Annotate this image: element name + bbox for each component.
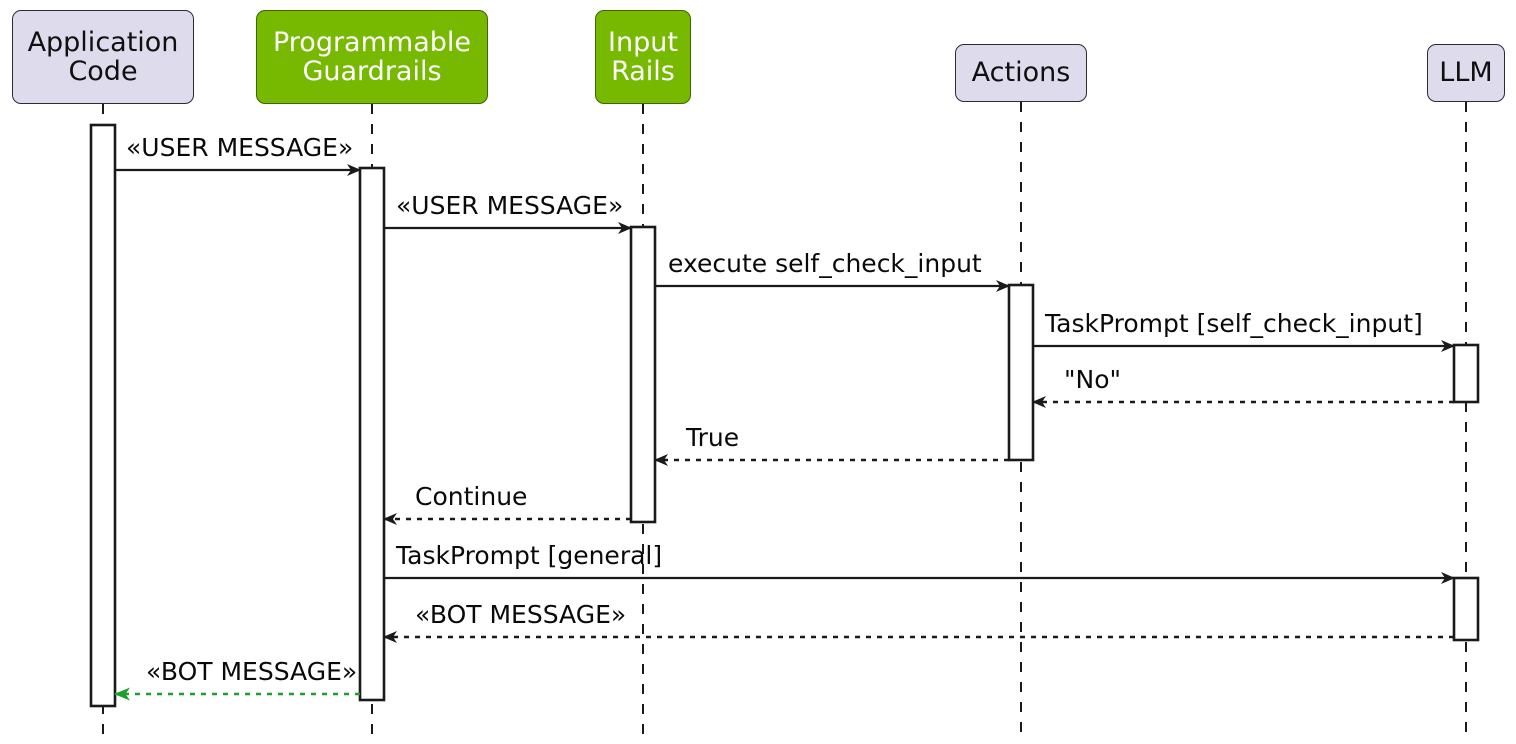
message-label-1: «USER MESSAGE» bbox=[126, 133, 354, 162]
message-label-9: «BOT MESSAGE» bbox=[415, 600, 627, 629]
message-label-6: True bbox=[686, 423, 740, 452]
message-label-4: TaskPrompt [self_check_input] bbox=[1045, 309, 1423, 338]
messages-layer bbox=[114, 164, 1455, 701]
activation-bar-llm bbox=[1452, 343, 1480, 404]
message-label-10: «BOT MESSAGE» bbox=[146, 657, 358, 686]
activation-bar-llm bbox=[1452, 576, 1480, 642]
participant-llm[interactable]: LLM bbox=[1427, 44, 1505, 102]
participant-input[interactable]: Input Rails bbox=[595, 10, 691, 104]
activation-bar-app bbox=[89, 123, 117, 708]
message-label-7: Continue bbox=[415, 482, 528, 511]
message-label-3: execute self_check_input bbox=[668, 249, 982, 278]
activation-bar-actions bbox=[1007, 283, 1035, 462]
participant-actions[interactable]: Actions bbox=[955, 44, 1087, 102]
message-label-5: "No" bbox=[1064, 365, 1121, 394]
participant-app[interactable]: Application Code bbox=[12, 10, 194, 104]
activations-layer bbox=[89, 123, 1480, 708]
message-label-2: «USER MESSAGE» bbox=[396, 191, 624, 220]
activation-bar-input bbox=[629, 225, 657, 524]
activation-bar-guardrails bbox=[358, 166, 386, 702]
participant-guardrails[interactable]: Programmable Guardrails bbox=[256, 10, 488, 104]
message-label-8: TaskPrompt [general] bbox=[396, 541, 663, 570]
lifelines-layer bbox=[102, 102, 1467, 738]
